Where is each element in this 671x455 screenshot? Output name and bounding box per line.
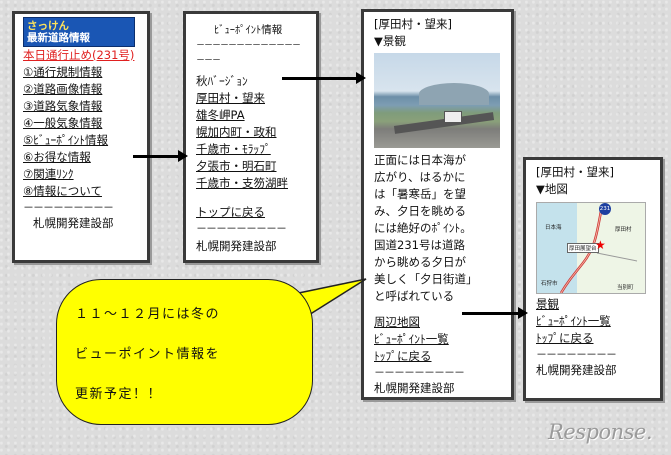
desc-line: み、夕日を眺める <box>374 204 466 218</box>
phone-screen-viewpoint-list: ﾋﾞｭｰﾎﾟｲﾝﾄ情報 －－－－－－－－－－－－－－－－ 秋ﾊﾞｰｼﾞｮﾝ 厚田… <box>183 11 319 263</box>
footer-org: 札幌開発建設部 <box>33 216 114 230</box>
menu-item-links[interactable]: ⑦関連ﾘﾝｸ <box>23 167 74 181</box>
map-label-spot: 厚田展望台 <box>567 243 599 253</box>
logo-line2: 最新道路情報 <box>27 32 90 44</box>
desc-line: には絶好のﾎﾟｲﾝﾄ。 <box>374 221 472 235</box>
scenery-link[interactable]: 景観 <box>536 297 559 311</box>
bubble-line: 更新予定！！ <box>75 387 163 402</box>
bubble-line: １１～１２月には冬の <box>75 307 221 322</box>
desc-line: 広がり、はるかに <box>374 170 466 184</box>
desc-line: は「暑寒岳」を望 <box>374 187 466 201</box>
bubble-line: ビューポイント情報を <box>75 347 221 362</box>
viewpoint-horokanai[interactable]: 幌加内町・政和 <box>196 125 277 139</box>
back-to-top-link[interactable]: ﾄｯﾌﾟに戻る <box>536 331 594 345</box>
divider: －－－－－－－－－ <box>23 201 114 214</box>
closure-notice-link[interactable]: 本日通行止め(231号) <box>23 48 135 62</box>
scenery-photo <box>374 53 500 148</box>
arrow-right-icon <box>462 307 528 319</box>
viewpoint-list-link[interactable]: ﾋﾞｭｰﾎﾟｲﾝﾄ一覧 <box>374 332 449 346</box>
sakken-logo: さっけん 最新道路情報 <box>23 17 135 47</box>
back-to-top-link[interactable]: ﾄｯﾌﾟに戻る <box>374 349 432 363</box>
response-watermark: Response. <box>548 420 653 444</box>
menu-item-road-weather[interactable]: ③道路気象情報 <box>23 99 103 113</box>
menu-item-general-weather[interactable]: ④一般気象情報 <box>23 116 103 130</box>
desc-line: 美しく「夕日街道」 <box>374 272 478 286</box>
menu-item-traffic[interactable]: ①通行規制情報 <box>23 65 103 79</box>
back-to-top-link[interactable]: トップに戻る <box>196 205 265 219</box>
viewpoint-atsuta[interactable]: 厚田村・望来 <box>196 91 265 105</box>
viewpoint-shikotsu[interactable]: 千歳市・支笏湖畔 <box>196 176 288 190</box>
map-label-town1: 石狩市 <box>541 281 558 287</box>
desc-line: と呼ばれている <box>374 289 455 303</box>
route-shield-icon: 231 <box>599 203 611 215</box>
logo-line1: さっけん <box>27 20 69 32</box>
map-label-village: 厚田村 <box>615 227 632 233</box>
menu-item-deals[interactable]: ⑥お得な情報 <box>23 150 91 164</box>
location-heading: [厚田村・望来] <box>536 165 614 179</box>
footer-org: 札幌開発建設部 <box>374 381 455 395</box>
spot-star-icon: ★ <box>595 238 606 252</box>
viewpoint-moraap[interactable]: 千歳市・ﾓﾗｯﾌﾟ <box>196 142 271 156</box>
menu-item-road-images[interactable]: ②道路画像情報 <box>23 82 103 96</box>
section-label: ▼景観 <box>374 34 406 48</box>
footer-org: 札幌開発建設部 <box>536 363 617 377</box>
desc-line: から眺める夕日が <box>374 255 466 269</box>
bubble-seam <box>268 297 290 327</box>
menu-item-about[interactable]: ⑧情報について <box>23 184 102 198</box>
viewpoint-ofuyu[interactable]: 雄冬岬PA <box>196 108 245 122</box>
footer-org: 札幌開発建設部 <box>196 239 277 253</box>
viewpoint-yubari[interactable]: 夕張市・明石町 <box>196 159 277 173</box>
map-label-sea: 日本海 <box>545 225 562 231</box>
divider: －－－－－－－－ <box>536 348 617 361</box>
viewpoint-list-link[interactable]: ﾋﾞｭｰﾎﾟｲﾝﾄ一覧 <box>536 314 611 328</box>
season-label: 秋ﾊﾞｰｼﾞｮﾝ <box>196 74 248 88</box>
map-label-town2: 当別町 <box>617 285 634 291</box>
arrow-right-icon <box>133 150 188 162</box>
phone-screen-scenery: [厚田村・望来] ▼景観 正面には日本海が 広がり、はるかに は「暑寒岳」を望 … <box>361 9 514 400</box>
title-rule: －－－－－－－－－－－－－－－－ <box>196 41 301 66</box>
speech-bubble: １１～１２月には冬の ビューポイント情報を 更新予定！！ <box>56 279 313 425</box>
area-map: 231 日本海 厚田村 厚田展望台 ★ 石狩市 当別町 <box>536 202 646 294</box>
location-heading: [厚田村・望来] <box>374 17 452 31</box>
phone-screen-top-menu: さっけん 最新道路情報 本日通行止め(231号) ①通行規制情報 ②道路画像情報… <box>12 11 150 263</box>
divider: －－－－－－－－－ <box>374 366 465 379</box>
nearby-map-link[interactable]: 周辺地図 <box>374 315 420 329</box>
menu-item-viewpoint[interactable]: ⑤ﾋﾞｭｰﾎﾟｲﾝﾄ情報 <box>23 133 109 147</box>
desc-line: 国道231号は道路 <box>374 238 465 252</box>
section-label: ▼地図 <box>536 182 568 196</box>
phone-screen-map: [厚田村・望来] ▼地図 231 日本海 厚田村 厚田展望台 ★ 石狩市 当別町… <box>523 157 663 401</box>
divider: －－－－－－－－－ <box>196 222 287 235</box>
page-title: ﾋﾞｭｰﾎﾟｲﾝﾄ情報 <box>214 24 283 36</box>
arrow-right-icon <box>282 72 366 84</box>
desc-line: 正面には日本海が <box>374 153 466 167</box>
